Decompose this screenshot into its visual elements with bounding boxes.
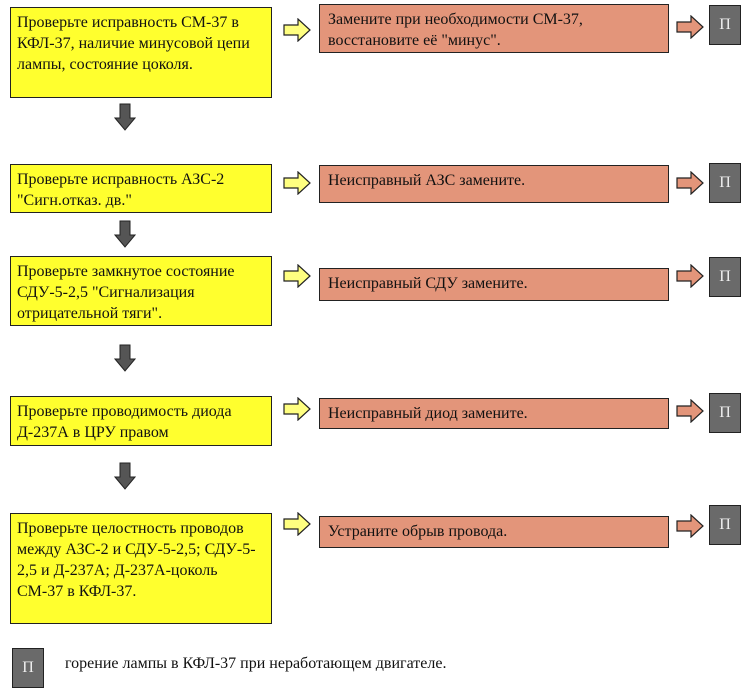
right-arrow-icon: [676, 264, 704, 288]
terminal-box-3: П: [709, 257, 741, 297]
action-box-2: Неисправный АЗС замените.: [319, 165, 669, 203]
check-box-3: Проверьте замкнутое состояние СДУ-5-2,5 …: [10, 256, 272, 326]
right-arrow-icon: [283, 264, 311, 288]
check-box-4: Проверьте проводимость диода Д-237А в ЦР…: [10, 396, 272, 446]
right-arrow-icon: [283, 512, 311, 536]
down-arrow-icon: [114, 344, 136, 372]
action-box-4: Неисправный диод замените.: [319, 398, 669, 429]
check-box-1: Проверьте исправность СМ-37 в КФЛ-37, на…: [10, 7, 272, 98]
down-arrow-icon: [114, 103, 136, 131]
legend-symbol: П: [12, 648, 44, 688]
action-box-3: Неисправный СДУ замените.: [319, 268, 669, 301]
right-arrow-icon: [676, 15, 704, 39]
right-arrow-icon: [283, 397, 311, 421]
check-box-5: Проверьте целостность проводов между АЗС…: [10, 513, 272, 624]
right-arrow-icon: [283, 171, 311, 195]
terminal-box-5: П: [709, 505, 741, 545]
action-box-1: Замените при необходимости СМ-37, восста…: [319, 4, 669, 53]
down-arrow-icon: [114, 220, 136, 248]
right-arrow-icon: [676, 514, 704, 538]
terminal-box-4: П: [709, 393, 741, 433]
terminal-box-1: П: [709, 5, 741, 45]
down-arrow-icon: [114, 462, 136, 490]
legend-text: горение лампы в КФЛ-37 при неработающем …: [65, 655, 447, 672]
check-box-2: Проверьте исправность АЗС-2 "Сигн.отказ.…: [10, 164, 272, 213]
right-arrow-icon: [676, 171, 704, 195]
action-box-5: Устраните обрыв провода.: [319, 516, 669, 548]
right-arrow-icon: [283, 18, 311, 42]
terminal-box-2: П: [709, 163, 741, 203]
right-arrow-icon: [676, 399, 704, 423]
